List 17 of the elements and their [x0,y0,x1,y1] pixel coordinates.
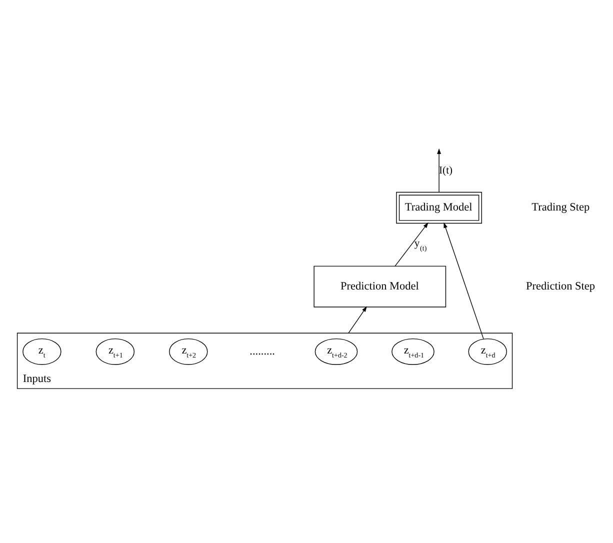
arrow [437,148,442,193]
node-ellipse: z$_{t+1}$ [96,338,135,365]
node-ellipse: z$_{t+d-1}$ [392,338,434,365]
arrow [348,306,367,334]
label: Prediction Step [526,280,596,292]
arrow [394,222,428,267]
node-ellipse: z$_{t}$ [22,338,62,365]
node-box: Prediction Model [314,266,446,308]
node-ellipse: z$_{t+d-2}$ [314,338,358,365]
node-ellipse: z$_{t+d}$ [468,338,507,365]
node-ellipse: z$_{t+2}$ [169,338,208,365]
label: ......... [250,345,275,358]
edge-label: I(t) [439,165,453,176]
edge-label: y$_{(t)}$ [414,238,427,252]
node-box: Trading Model [396,192,482,224]
label: Trading Step [532,201,590,214]
arrow [444,222,484,340]
